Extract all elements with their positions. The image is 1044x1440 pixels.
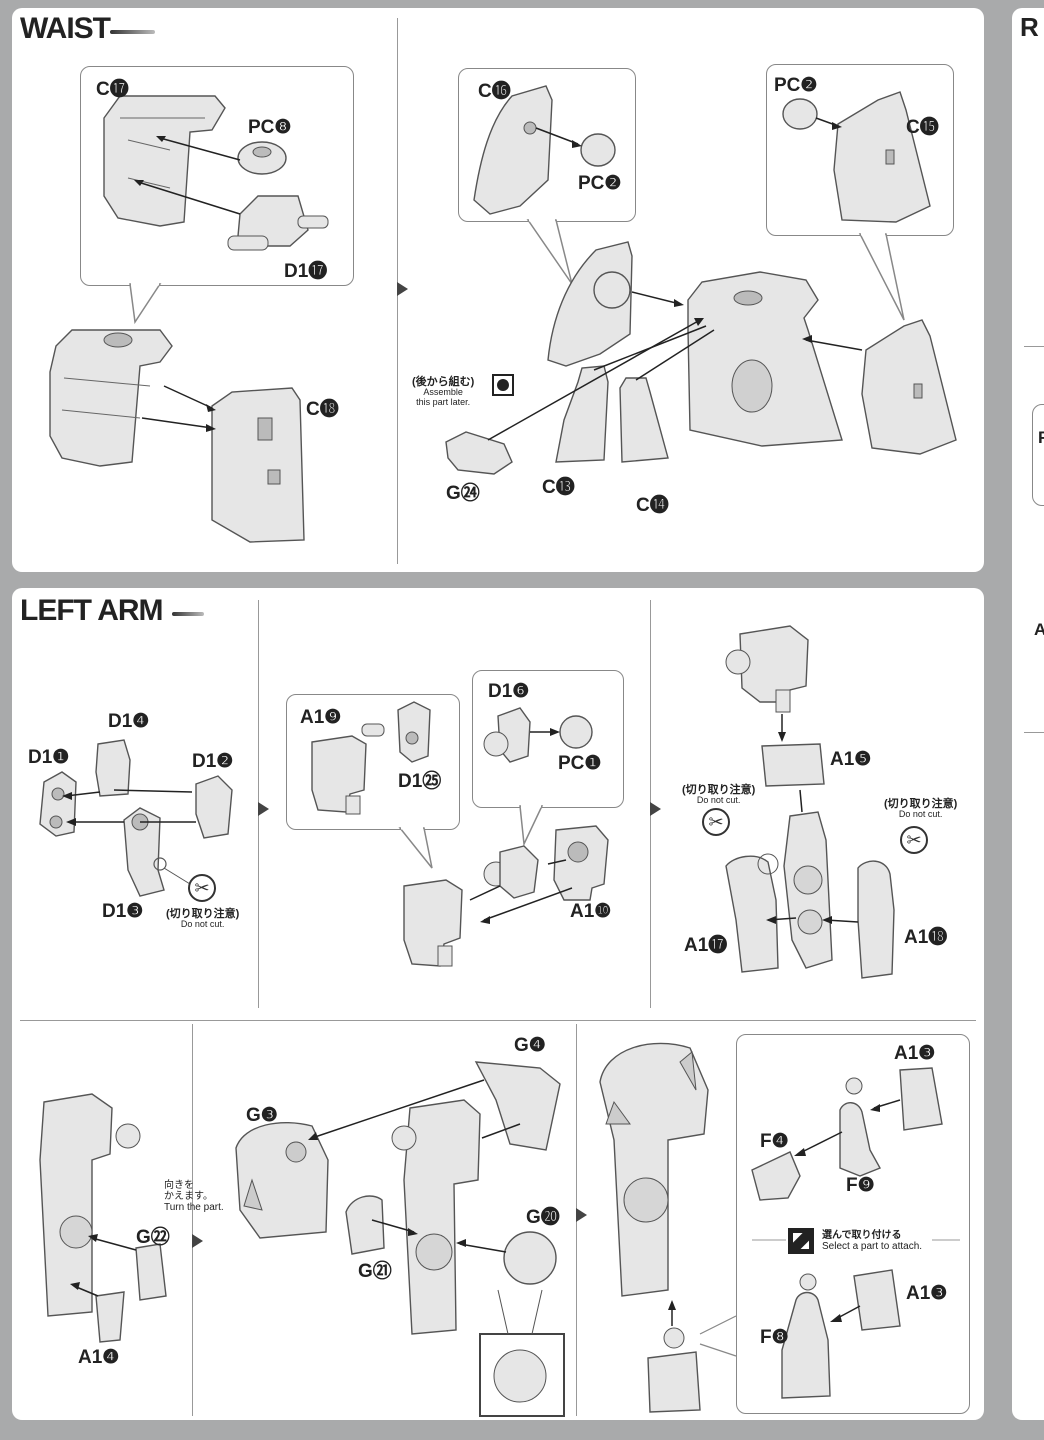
do-not-cut-icon: ✂ bbox=[900, 826, 928, 854]
do-not-cut-note: (切り取り注意) Do not cut. bbox=[884, 798, 957, 820]
arm-row-divider bbox=[20, 1020, 976, 1021]
strip-callout-bubble bbox=[1032, 404, 1044, 506]
label-a14: A1❹ bbox=[78, 1347, 120, 1368]
turn-part-note: 向きを かえます。 Turn the part. bbox=[164, 1180, 224, 1213]
do-not-cut-jp: (切り取り注意) bbox=[682, 784, 756, 796]
label-f4: F❹ bbox=[760, 1131, 789, 1152]
label-d12: D1❷ bbox=[192, 751, 234, 772]
step-arrow-icon bbox=[192, 1234, 203, 1248]
assemble-later-note: (後から組む) Assemble this part later. bbox=[412, 376, 474, 408]
label-d11: D1❶ bbox=[28, 747, 70, 768]
label-a118: A1⓲ bbox=[904, 927, 948, 948]
label-d125: D1㉕ bbox=[398, 771, 442, 792]
label-c13: C⓭ bbox=[542, 477, 575, 498]
turn-part-en: Turn the part. bbox=[164, 1202, 224, 1213]
do-not-cut-en: Do not cut. bbox=[898, 809, 943, 820]
label-a13: A1❸ bbox=[894, 1043, 936, 1064]
label-g24: G㉔ bbox=[446, 483, 480, 504]
next-page-strip bbox=[1012, 8, 1044, 1420]
strip-label-fragment: A bbox=[1034, 620, 1044, 639]
label-g22: G㉒ bbox=[136, 1227, 170, 1248]
label-pc2: PC❷ bbox=[578, 173, 622, 194]
label-a117: A1⓱ bbox=[684, 935, 728, 956]
waist-title-swoosh bbox=[110, 30, 155, 34]
label-pc8: PC❽ bbox=[248, 117, 292, 138]
turn-part-jp2: かえます。 bbox=[164, 1191, 213, 1202]
do-not-cut-jp: (切り取り注意) bbox=[884, 798, 958, 810]
strip-label-fragment: F bbox=[1038, 428, 1044, 447]
assemble-later-note-en2: this part later. bbox=[416, 396, 471, 407]
label-f8: F❽ bbox=[760, 1327, 789, 1348]
label-a19: A1❾ bbox=[300, 707, 342, 728]
assemble-later-icon bbox=[492, 374, 514, 396]
do-not-cut-icon: ✂ bbox=[702, 808, 730, 836]
next-section-title-fragment: R bbox=[1020, 12, 1039, 42]
label-pc2: PC❷ bbox=[774, 75, 818, 96]
strip-divider bbox=[1024, 732, 1044, 733]
do-not-cut-note: (切り取り注意) Do not cut. bbox=[166, 908, 239, 930]
detail-callout-bubble bbox=[736, 1034, 970, 1414]
do-not-cut-en: Do not cut. bbox=[180, 919, 225, 930]
label-g4: G❹ bbox=[514, 1035, 546, 1056]
label-g21: G㉑ bbox=[358, 1261, 392, 1282]
select-part-en: Select a part to attach. bbox=[822, 1241, 923, 1252]
do-not-cut-icon: ✂ bbox=[188, 874, 216, 902]
arm-step-divider bbox=[192, 1024, 193, 1416]
label-c18: C⓲ bbox=[306, 399, 339, 420]
select-part-icon bbox=[788, 1228, 814, 1254]
label-d117: D1⓱ bbox=[284, 261, 328, 282]
label-g3: G❸ bbox=[246, 1105, 278, 1126]
do-not-cut-en: Do not cut. bbox=[696, 795, 741, 806]
label-a13: A1❸ bbox=[906, 1283, 948, 1304]
select-part-jp: 選んで取り付ける bbox=[822, 1230, 902, 1241]
label-f9: F❾ bbox=[846, 1175, 875, 1196]
step-arrow-icon bbox=[576, 1208, 587, 1222]
select-part-note: 選んで取り付ける Select a part to attach. bbox=[822, 1230, 922, 1252]
step-arrow-icon bbox=[258, 802, 269, 816]
label-d16: D1❻ bbox=[488, 681, 530, 702]
assemble-later-note-jp: (後から組む) bbox=[412, 376, 475, 388]
label-c16: C⓰ bbox=[478, 81, 511, 102]
left-arm-title-swoosh bbox=[172, 612, 204, 616]
turn-part-jp1: 向きを bbox=[164, 1180, 194, 1191]
label-a110: A1❿ bbox=[570, 901, 612, 922]
label-a15: A1❺ bbox=[830, 749, 872, 770]
label-c17: C⓱ bbox=[96, 79, 129, 100]
label-d14: D1❹ bbox=[108, 711, 150, 732]
step-arrow-icon bbox=[650, 802, 661, 816]
assemble-later-note-en1: Assemble bbox=[423, 387, 463, 398]
left-arm-section-title: LEFT ARM bbox=[20, 594, 164, 627]
label-c14: C⓮ bbox=[636, 495, 669, 516]
label-pc1: PC❶ bbox=[558, 753, 602, 774]
label-c15: C⓯ bbox=[906, 117, 939, 138]
strip-divider bbox=[1024, 346, 1044, 347]
label-g20: G⓴ bbox=[526, 1207, 560, 1228]
label-d13: D1❸ bbox=[102, 901, 144, 922]
do-not-cut-note: (切り取り注意) Do not cut. bbox=[682, 784, 755, 806]
step-arrow-icon bbox=[397, 282, 408, 296]
do-not-cut-jp: (切り取り注意) bbox=[166, 908, 240, 920]
waist-section-title: WAIST bbox=[20, 12, 111, 45]
